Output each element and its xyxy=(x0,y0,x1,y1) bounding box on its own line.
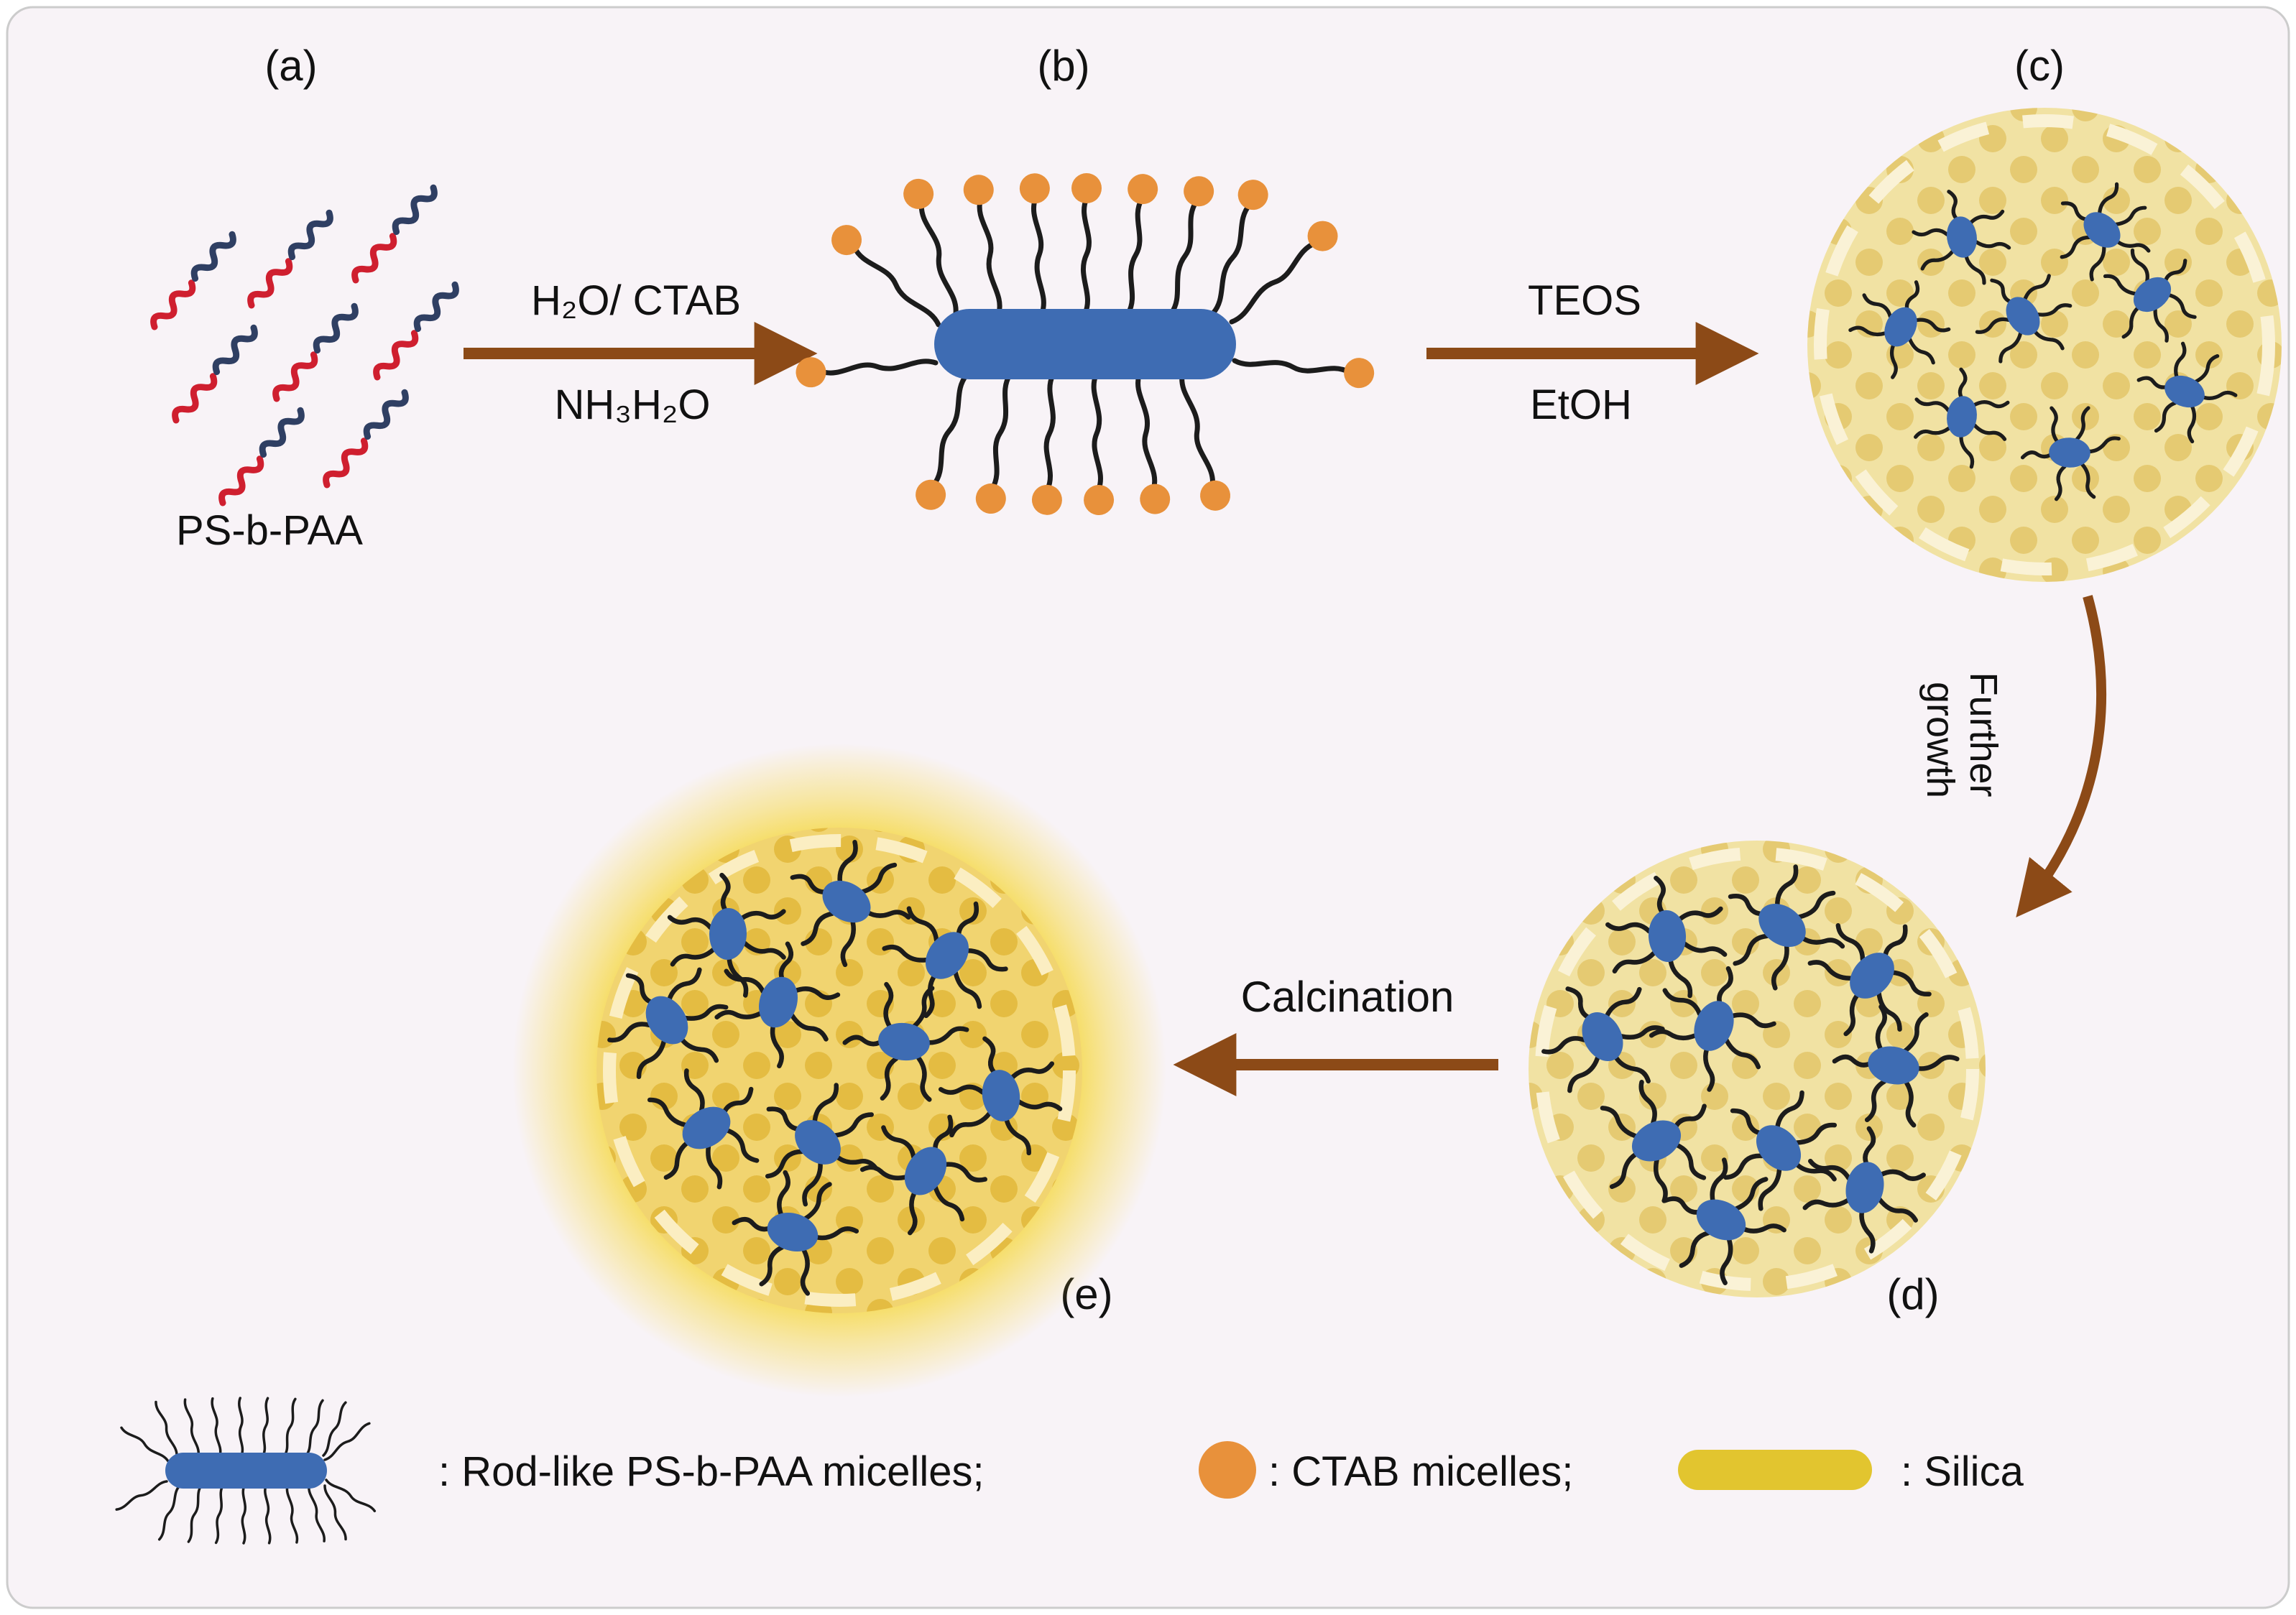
silica-sphere-c xyxy=(1807,108,2282,582)
sphere-e-dashed-ring xyxy=(603,834,1076,1307)
panel-label-d: (d) xyxy=(1886,1270,1939,1318)
molecule-label: PS-b-PAA xyxy=(176,507,363,554)
reagent-teos: TEOS xyxy=(1528,277,1641,324)
panel-label-b: (b) xyxy=(1037,42,1089,90)
legend-ctab-label: : CTAB micelles; xyxy=(1268,1448,1573,1495)
legend: : Rod-like PS-b-PAA micelles; : CTAB mic… xyxy=(114,1397,2024,1545)
further-growth-label: Further growth xyxy=(1919,672,2005,807)
calcination-label: Calcination xyxy=(1241,973,1454,1021)
further-growth-line2: growth xyxy=(1919,682,1962,798)
reaction-arrow-2: TEOS EtOH xyxy=(1426,277,1759,428)
panel-label-c: (c) xyxy=(2014,42,2065,90)
reagent-nh3h2o: NH₃H₂O xyxy=(555,381,711,428)
legend-silica-icon xyxy=(1678,1450,1872,1490)
sphere-c-body xyxy=(1807,108,2282,582)
calcination-step: Calcination xyxy=(1173,973,1498,1096)
legend-ctab-icon xyxy=(1199,1441,1256,1499)
sphere-c-dashed-ring xyxy=(1814,114,2275,575)
legend-silica-label: : Silica xyxy=(1901,1448,2024,1495)
rod-core xyxy=(934,309,1236,379)
panel-label-a: (a) xyxy=(264,42,317,90)
reaction-arrow-1: H₂O/ CTAB NH₃H₂O xyxy=(464,277,818,428)
sphere-d-dashed-ring xyxy=(1535,847,1979,1291)
reagent-etoh: EtOH xyxy=(1530,381,1632,428)
further-growth-arrow xyxy=(2016,595,2106,917)
further-growth-line1: Further xyxy=(1962,672,2005,797)
reagent-h2o-ctab: H₂O/ CTAB xyxy=(531,277,741,324)
legend-rod-label: : Rod-like PS-b-PAA micelles; xyxy=(438,1448,985,1495)
silica-sphere-d xyxy=(1529,841,1986,1299)
legend-rod-icon xyxy=(114,1397,377,1545)
further-growth-step: Further growth xyxy=(1919,595,2106,917)
silica-sphere-e xyxy=(512,744,1166,1397)
rod-micelle-with-ctab xyxy=(795,172,1375,516)
legend-rod-core xyxy=(165,1453,327,1489)
